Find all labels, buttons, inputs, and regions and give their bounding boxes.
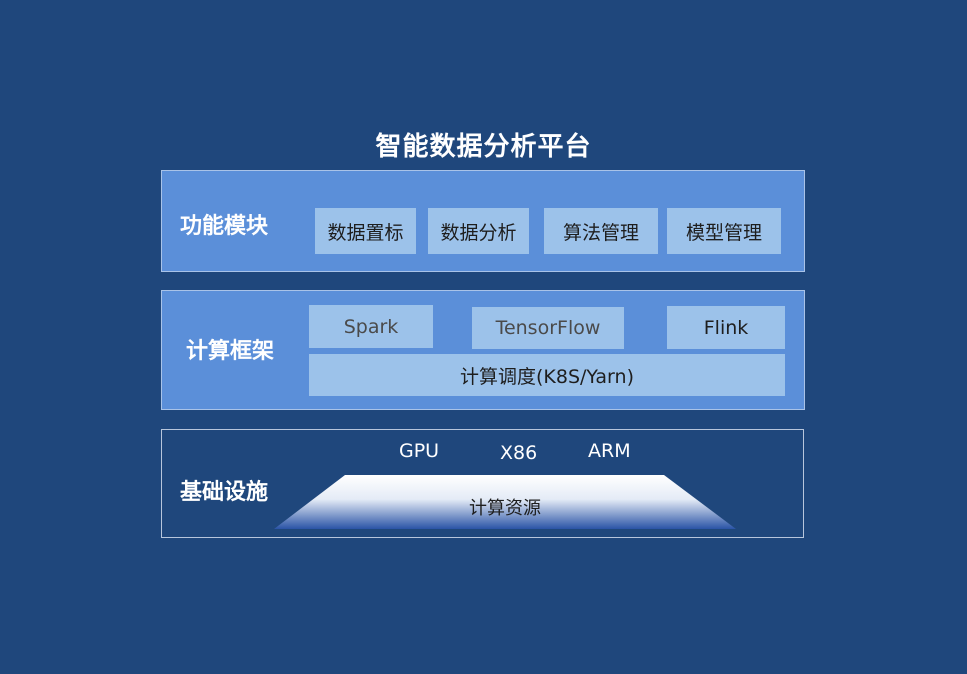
hardware-arm: ARM (588, 440, 631, 462)
module-data-labeling: 数据置标 (315, 208, 416, 254)
framework-tensorflow: TensorFlow (472, 307, 624, 349)
framework-spark: Spark (309, 305, 433, 348)
hardware-x86: X86 (500, 442, 538, 464)
module-algorithm-management: 算法管理 (544, 208, 658, 254)
layer-compute-framework-label: 计算框架 (186, 339, 275, 364)
compute-resource-label: 计算资源 (469, 498, 541, 519)
module-data-analysis: 数据分析 (428, 208, 529, 254)
hardware-gpu: GPU (399, 440, 440, 462)
layer-functional-label: 功能模块 (180, 214, 269, 239)
framework-flink: Flink (667, 306, 785, 349)
layer-infrastructure-label: 基础设施 (180, 480, 269, 505)
module-model-management: 模型管理 (667, 208, 781, 254)
diagram-title: 智能数据分析平台 (375, 132, 592, 162)
layer-infrastructure (161, 429, 804, 538)
compute-scheduler: 计算调度(K8S/Yarn) (309, 354, 785, 396)
